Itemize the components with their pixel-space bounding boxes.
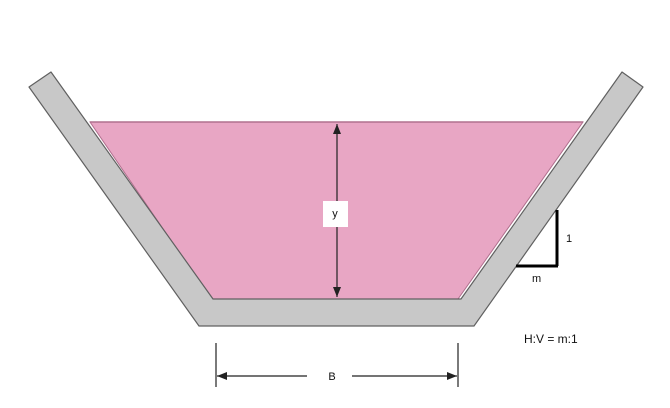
depth-label-box — [323, 201, 348, 227]
bottom-width-label: B — [328, 371, 335, 383]
depth-dimension: y — [323, 124, 348, 297]
depth-label: y — [332, 208, 338, 220]
slope-ratio-label: H:V = m:1 — [524, 332, 578, 346]
bottom-width-dimension: B — [215, 343, 459, 387]
slope-horizontal-label: m — [532, 273, 541, 285]
channel-lining — [28, 71, 644, 327]
slope-triangle: 1 m — [516, 210, 572, 285]
slope-vertical-label: 1 — [566, 233, 572, 245]
